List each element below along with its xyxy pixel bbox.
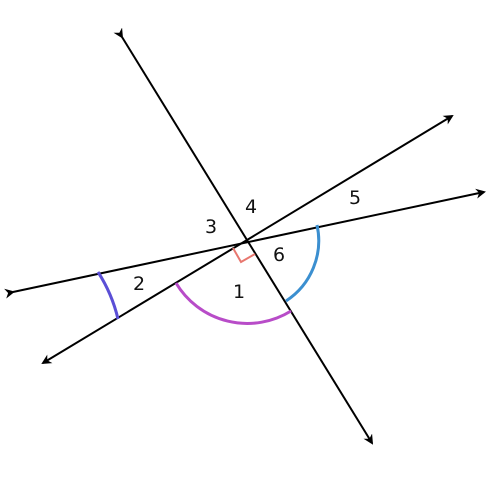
angle-2-label: 2 (133, 273, 145, 295)
angle-1-label: 1 (233, 281, 245, 303)
angle-1-arc (174, 282, 292, 325)
angle-4-label: 4 (245, 196, 257, 218)
line-lower-left (41, 239, 248, 365)
line-shallow (4, 188, 486, 299)
angle-2-arc (96, 271, 120, 320)
angle-3-label: 3 (205, 216, 217, 238)
right-angle-marker (232, 247, 256, 264)
angle-5-label: 5 (349, 187, 361, 209)
angle-6-arc (285, 224, 321, 303)
angle-6-label: 6 (273, 244, 285, 266)
